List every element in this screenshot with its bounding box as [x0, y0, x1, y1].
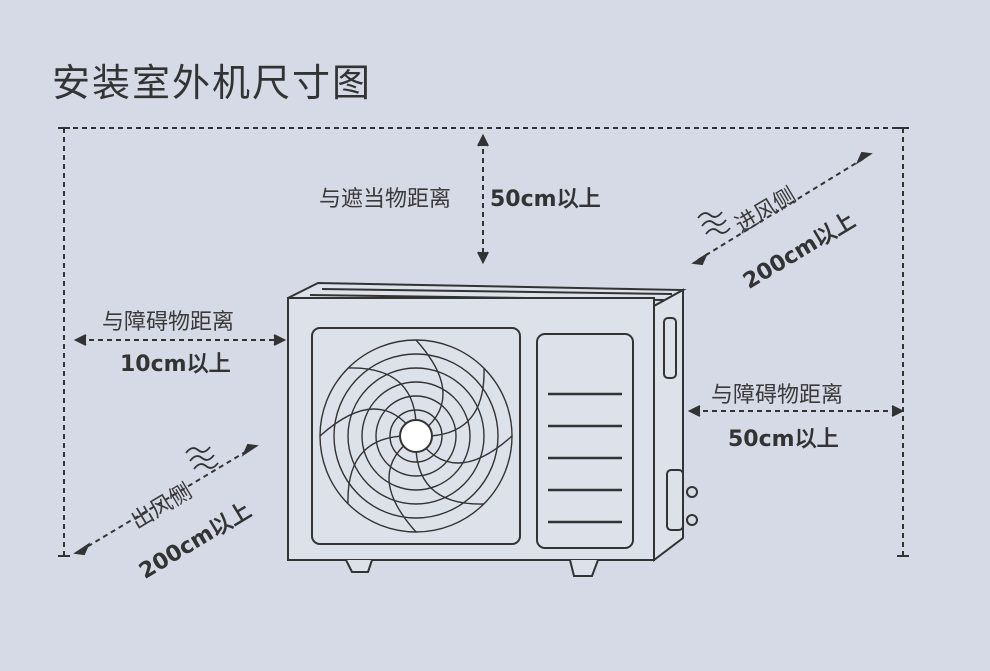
left-clearance-arrow	[73, 334, 287, 346]
outlet-clearance-arrow	[73, 443, 259, 556]
intake-clearance-arrow	[691, 151, 873, 266]
top-clearance-arrow	[477, 133, 489, 265]
right-clearance-value: 50cm以上	[728, 427, 839, 452]
outdoor-unit	[287, 281, 698, 577]
page-title: 安装室外机尺寸图	[52, 61, 373, 105]
right-clearance-arrow	[687, 405, 905, 417]
intake-wind-icon	[697, 211, 731, 235]
vent-slats	[548, 392, 622, 524]
left-clearance-value: 10cm以上	[120, 352, 231, 377]
top-clearance-value: 50cm以上	[490, 187, 601, 212]
top-clearance-label: 与遮当物距离	[319, 187, 452, 212]
fan-grille	[319, 339, 513, 533]
left-clearance-label: 与障碍物距离	[102, 310, 235, 335]
outlet-wind-icon	[185, 446, 219, 470]
clearance-boundary	[63, 127, 904, 556]
right-clearance-label: 与障碍物距离	[711, 383, 844, 408]
